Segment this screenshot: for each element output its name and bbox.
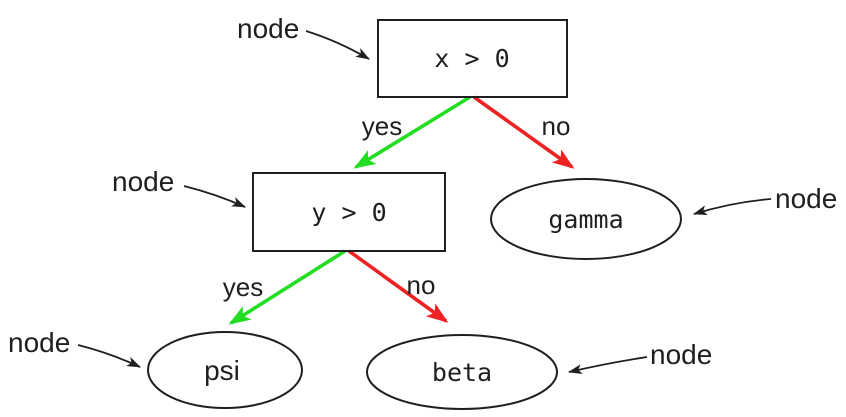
edge-no-root-to-gamma xyxy=(472,95,575,169)
node-root-label: x > 0 xyxy=(434,44,509,73)
node-psi: psi xyxy=(147,331,303,409)
tree-nodes: x > 0 y > 0 gamma psi beta xyxy=(147,19,682,410)
annotation-label-psi: node xyxy=(8,327,70,358)
annotation-label-beta: node xyxy=(650,339,712,370)
annotation-label-y-test: node xyxy=(112,166,174,197)
edge-label-no: no xyxy=(407,270,436,300)
node-gamma-label: gamma xyxy=(548,205,623,234)
node-gamma-ellipse xyxy=(490,178,682,260)
node-root: x > 0 xyxy=(377,19,568,98)
node-psi-label: psi xyxy=(204,355,240,386)
node-beta-ellipse xyxy=(366,334,558,410)
node-y-test-box xyxy=(252,172,446,252)
edge-label-yes: yes xyxy=(362,111,402,141)
node-beta: beta xyxy=(366,334,558,410)
node-y-test-label: y > 0 xyxy=(311,198,386,227)
node-root-box xyxy=(377,19,568,98)
edge-label-yes: yes xyxy=(223,272,263,302)
edge-yes-y-test-to-psi xyxy=(228,249,346,325)
node-psi-ellipse xyxy=(147,331,303,409)
edge-yes-root-to-y-test xyxy=(353,95,471,169)
annotation-arrow-root xyxy=(305,30,370,60)
annotation-arrow-psi xyxy=(77,344,141,368)
annotation-arrow-gamma xyxy=(693,198,772,215)
annotation-label-gamma: node xyxy=(775,183,837,214)
node-gamma: gamma xyxy=(490,178,682,260)
node-beta-label: beta xyxy=(432,358,492,387)
edge-label-no: no xyxy=(542,111,571,141)
annotations: node node node node node xyxy=(8,13,837,374)
annotation-label-root: node xyxy=(237,13,299,44)
edge-no-y-test-to-beta xyxy=(347,249,449,323)
node-y-test: y > 0 xyxy=(252,172,446,252)
annotation-arrow-y-test xyxy=(183,185,246,208)
edges: yes no yes no xyxy=(223,95,575,325)
annotation-arrow-beta xyxy=(568,356,648,374)
